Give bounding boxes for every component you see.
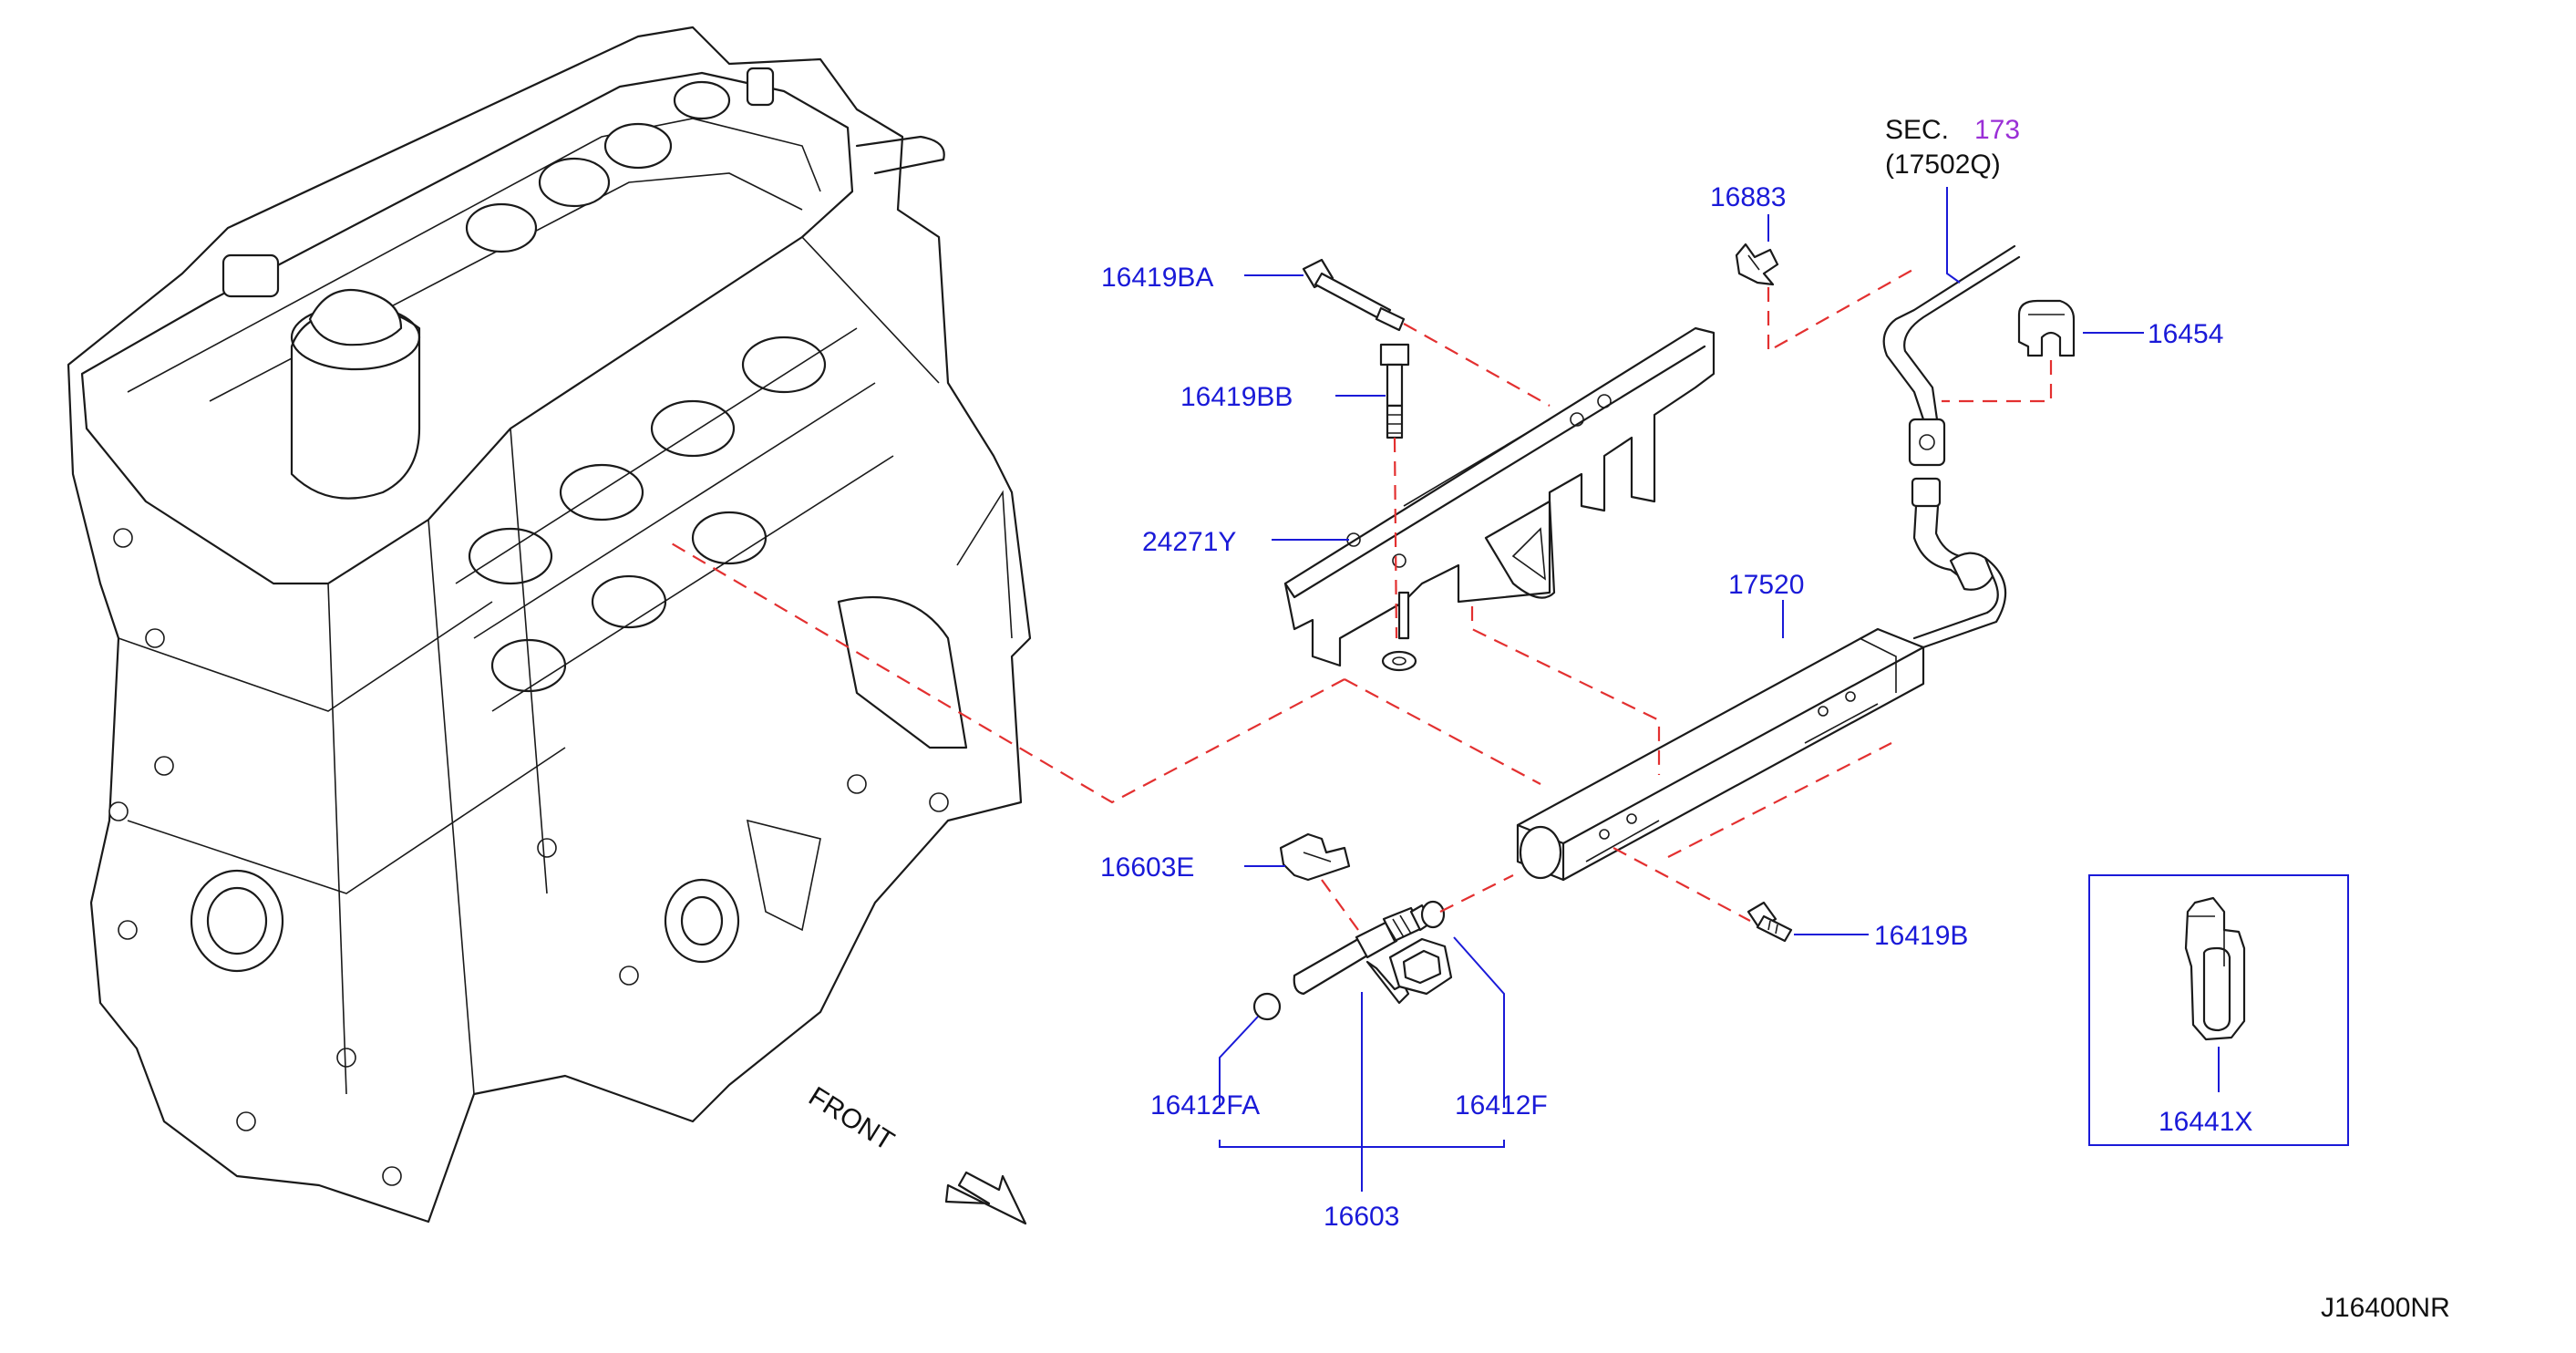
o-ring-16412FA xyxy=(1252,992,1282,1021)
label-16441X[interactable]: 16441X xyxy=(2159,1107,2252,1137)
label-16419BB[interactable]: 16419BB xyxy=(1180,382,1293,412)
clip-16441X xyxy=(2184,896,2246,1041)
front-arrow-icon xyxy=(944,1171,1027,1225)
engine-illustration xyxy=(67,26,1032,1224)
label-16603[interactable]: 16603 xyxy=(1324,1202,1399,1232)
label-16419B[interactable]: 16419B xyxy=(1874,921,1968,951)
label-16412F[interactable]: 16412F xyxy=(1455,1090,1548,1121)
section-number-label: 173 xyxy=(1974,115,2020,145)
engine-bolts xyxy=(108,528,949,1186)
bolt-16419BA xyxy=(1302,258,1406,332)
label-16419BA[interactable]: 16419BA xyxy=(1101,263,1213,293)
fuel-rail-bracket xyxy=(1283,326,1716,672)
detail-box-16441X xyxy=(2088,874,2349,1146)
bolt-16419B xyxy=(1747,901,1793,943)
label-16412FA[interactable]: 16412FA xyxy=(1150,1090,1260,1121)
leader-lines xyxy=(1219,187,2220,1192)
fuel-rail xyxy=(1516,627,1925,882)
front-indicator: FRONT xyxy=(803,1081,1027,1225)
injector-16603 xyxy=(1293,904,1453,1005)
assembly-dashed-lines xyxy=(669,268,2053,931)
clip-16883 xyxy=(1735,243,1779,286)
diagram-code: J16400NR xyxy=(2321,1293,2450,1323)
section-ref-label: (17502Q) xyxy=(1885,150,2001,180)
o-ring-16412F xyxy=(1420,900,1446,929)
label-16454[interactable]: 16454 xyxy=(2148,319,2223,349)
clip-16454 xyxy=(2017,299,2076,357)
section-prefix-label: SEC. xyxy=(1885,115,1949,145)
bolt-16419BB xyxy=(1379,343,1410,439)
clip-16603E xyxy=(1279,832,1351,882)
label-16603E[interactable]: 16603E xyxy=(1100,852,1194,883)
front-label: FRONT xyxy=(803,1081,899,1157)
label-24271Y[interactable]: 24271Y xyxy=(1142,527,1236,557)
fuel-feed-pipe xyxy=(1882,244,2021,649)
label-16883[interactable]: 16883 xyxy=(1710,182,1786,212)
label-17520[interactable]: 17520 xyxy=(1728,570,1804,600)
section-reference: SEC. 173 (17502Q) xyxy=(1885,115,2020,180)
